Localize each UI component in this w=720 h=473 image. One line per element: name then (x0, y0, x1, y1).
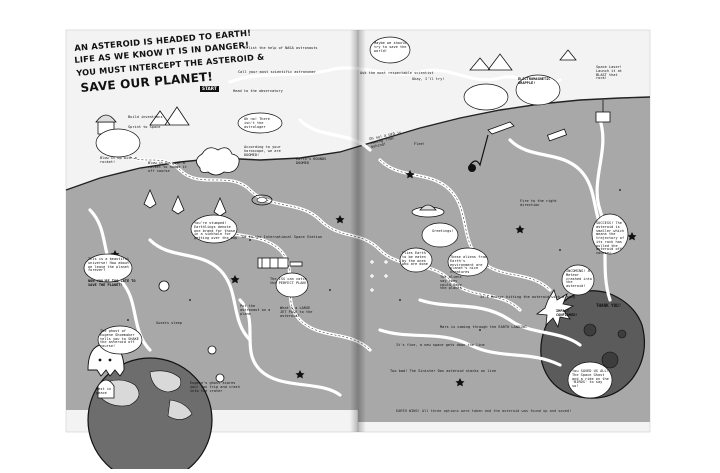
note-inventions: Build inventions (128, 115, 163, 119)
note-too-bad: Too bad! The Sinister Dos asteroid stack… (390, 369, 497, 373)
note-aliens-save: The aliens say they could save the plane… (440, 275, 462, 291)
note-universe: This is a beautiful universe! How about … (88, 257, 130, 273)
note-shoemaker: The ghost of Eugene Shoemaker tells you … (100, 329, 139, 349)
note-right-direction: Fire to the right direction (520, 199, 557, 207)
space-station (257, 257, 303, 269)
footer-earth-wins: EARTH WINS! All three options were taken… (396, 409, 572, 413)
note-grapple: ELECTROMAGNETIC GRAPPLE! (518, 77, 551, 85)
mountains (149, 49, 577, 126)
note-fine: It's fine, a new space gets down the lin… (396, 343, 485, 347)
note-mars: Mars is coming through the EARTH LANDING (440, 325, 527, 329)
note-stumped: You're stumped! Earthlings denote one br… (194, 221, 238, 241)
note-astrologer: Oh no! There isn't the astrologer (244, 117, 270, 129)
note-thank-you: THANK YOU! (596, 303, 622, 308)
note-incoming: INCOMING! A Meteor crashed into the aste… (566, 269, 592, 289)
ufo (411, 204, 445, 218)
note-okay: Okay, I'll try! (412, 77, 445, 81)
note-scientist: Ask the most respectable scientist (360, 71, 434, 75)
note-rest-in-peace: Rest in peace (96, 387, 112, 395)
note-horoscope: According to your horoscope, we are DOOM… (244, 145, 281, 157)
note-jet-pack: What's a LARGE JET PACK to the asteroid? (280, 306, 313, 318)
note-iss: Go to the International Space Station (242, 235, 323, 239)
note-astronomer: Call your most scientific astronomer (238, 70, 316, 74)
speech-bubbles (83, 36, 629, 399)
note-sprint: Sprint to Space (128, 125, 161, 129)
satellite (547, 100, 611, 142)
note-eugene-ghost: Eugene's ghost scares you! You trip and … (190, 381, 240, 393)
rockets (143, 188, 227, 217)
note-saved: You SAVED US ALL! The Space Ghost and a … (572, 369, 609, 389)
note-impact: IMPACT CONFIRMED! (556, 309, 578, 317)
note-plane: Put the astronaut on a plane (240, 304, 271, 316)
note-flee: Flee! (414, 142, 425, 146)
note-perfect-plan: The ISS can catch the PERFECT PLAN! (270, 277, 307, 285)
note-blow-up: Blow it up with a rocket! (100, 156, 137, 164)
note-nasa: Enlist the help of NASA astronauts (244, 46, 318, 50)
note-meteor-bang: It's Meteor hitting the asteroid with a … (480, 295, 576, 299)
galaxy (251, 194, 273, 206)
start-label[interactable]: START (200, 86, 219, 93)
note-nudge: Blow it up with a rocket to nudge it off… (148, 161, 187, 173)
note-earth-doomed: Earth's BOUNDS DOOMED (296, 157, 327, 165)
note-greetings: Greetings! (432, 229, 454, 233)
note-success: SUCCESS! The asteroid is smaller which m… (596, 221, 625, 256)
note-aliens-nice: These aliens from Earth's environment ar… (450, 255, 487, 275)
note-maybe-save: Maybe we should try to save the world! (374, 41, 407, 53)
note-observatory: Head to the observatory (233, 89, 283, 93)
note-guests-sleep: Guests sleep (156, 321, 182, 325)
note-flies-earth: Flies Earth to be eaten by the ones who … (402, 251, 428, 267)
note-space-laser: Space Laser! Launch it at BLAST that roc… (596, 65, 622, 81)
note-too-late: NOW YOU'RE TOO LATE TO SAVE THE PLANET! (88, 279, 136, 287)
